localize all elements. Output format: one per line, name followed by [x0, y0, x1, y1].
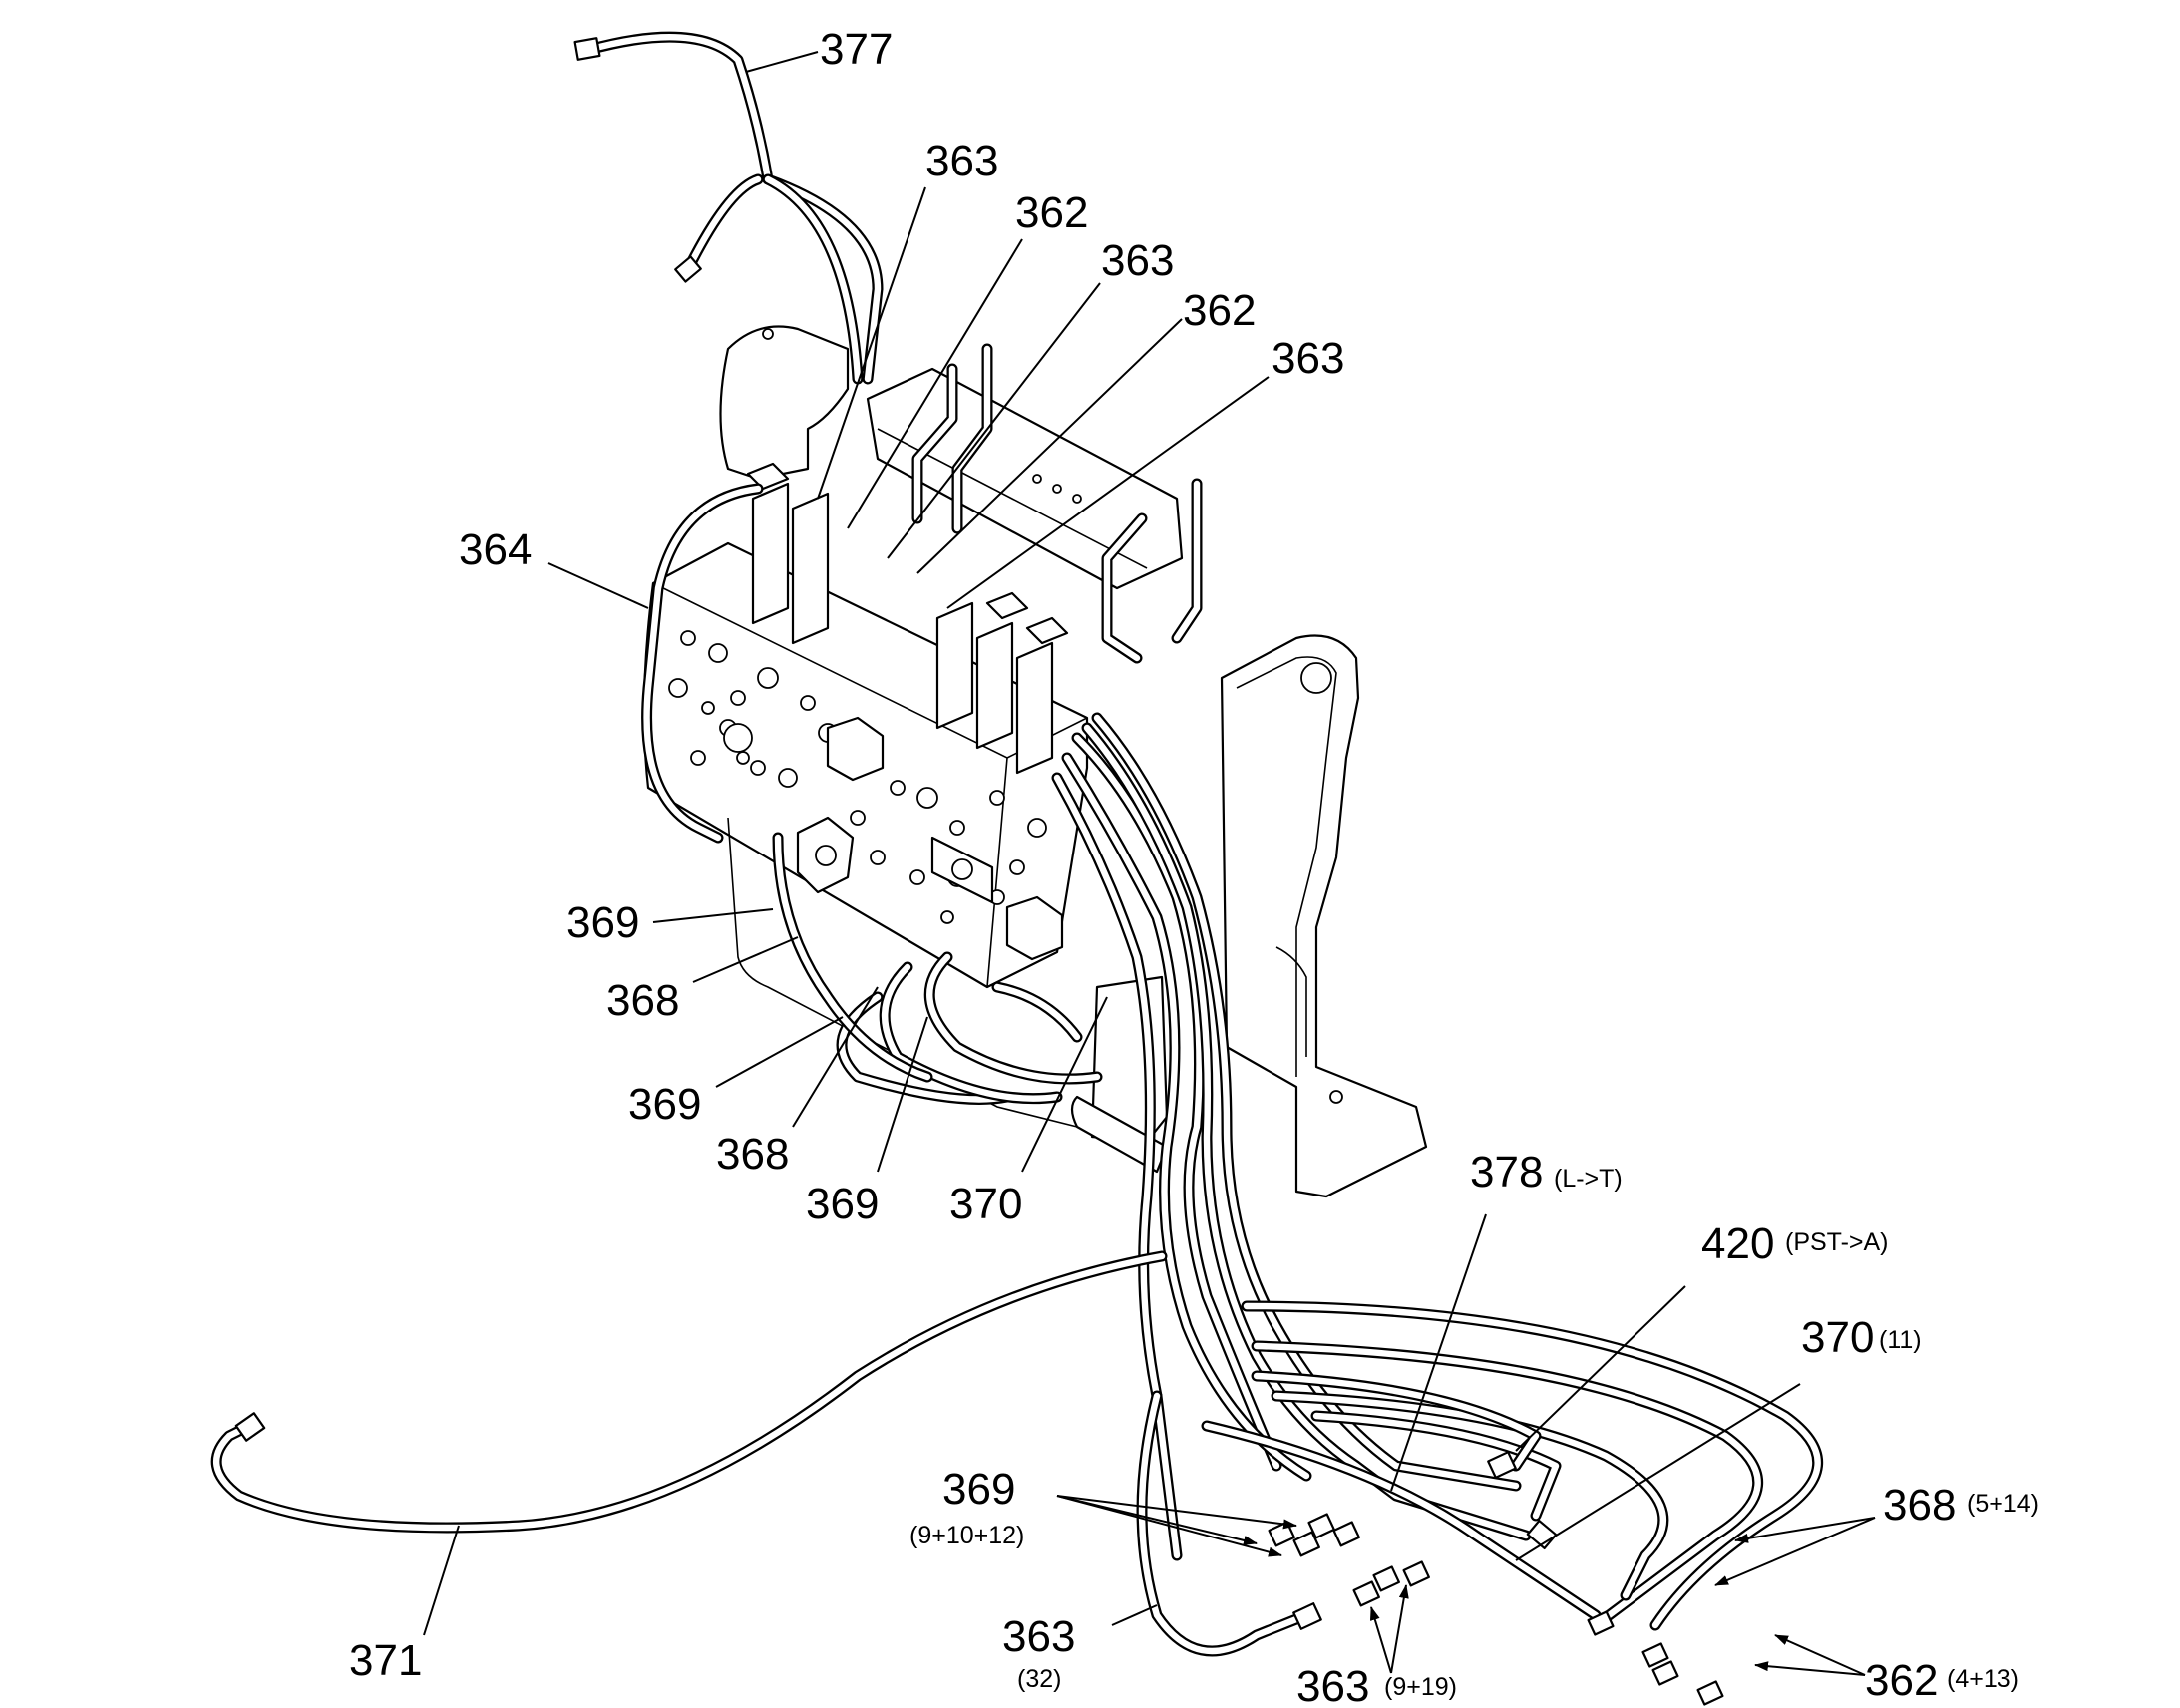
callout-369-lower: 369 — [806, 1180, 879, 1228]
callout-363-mid: 363 — [1101, 236, 1174, 285]
svg-text:362: 362 — [1865, 1656, 1938, 1705]
callout-369-upper: 369 — [566, 898, 639, 947]
svg-text:363: 363 — [1002, 1612, 1075, 1661]
callout-362-group: 362 (4+13) — [1865, 1656, 2019, 1705]
svg-text:369: 369 — [628, 1080, 701, 1129]
callout-370: 370 — [949, 1180, 1022, 1228]
callout-369-group: 369 (9+10+12) — [909, 1465, 1024, 1549]
svg-text:362: 362 — [1015, 188, 1088, 237]
svg-text:370: 370 — [1801, 1313, 1874, 1362]
svg-text:368: 368 — [606, 976, 679, 1025]
svg-text:(L->T): (L->T) — [1554, 1165, 1623, 1193]
svg-text:(4+13): (4+13) — [1947, 1665, 2019, 1693]
svg-text:368: 368 — [1883, 1481, 1956, 1530]
svg-text:363: 363 — [1101, 236, 1174, 285]
svg-text:420: 420 — [1701, 1219, 1774, 1268]
hose-fittings — [234, 37, 1724, 1706]
hex-plug — [826, 716, 885, 782]
callout-368-upper: 368 — [606, 976, 679, 1025]
callout-362-top: 362 — [1015, 188, 1088, 237]
valve-manifold-block — [642, 541, 1089, 989]
callout-368-group: 368 (5+14) — [1883, 1481, 2039, 1530]
svg-text:(PST->A): (PST->A) — [1785, 1228, 1889, 1256]
callout-364: 364 — [459, 525, 532, 574]
svg-text:368: 368 — [716, 1130, 789, 1179]
svg-text:370: 370 — [949, 1180, 1022, 1228]
svg-text:(32): (32) — [1017, 1665, 1061, 1693]
callout-363-group: 363 (9+19) — [1296, 1662, 1457, 1708]
svg-text:369: 369 — [942, 1465, 1015, 1514]
svg-text:363: 363 — [925, 137, 998, 185]
callout-378: 378 (L->T) — [1470, 1148, 1623, 1196]
svg-text:371: 371 — [349, 1636, 422, 1685]
svg-text:(11): (11) — [1879, 1326, 1922, 1354]
hex-plug — [1005, 895, 1064, 961]
svg-text:(5+14): (5+14) — [1967, 1490, 2039, 1518]
leader-lines — [423, 51, 1876, 1676]
svg-text:(9+19): (9+19) — [1384, 1673, 1457, 1701]
callout-362-mid: 362 — [1183, 286, 1256, 335]
svg-text:377: 377 — [820, 25, 893, 74]
callout-420: 420 (PST->A) — [1701, 1219, 1889, 1268]
svg-text:364: 364 — [459, 525, 532, 574]
svg-text:362: 362 — [1183, 286, 1256, 335]
callout-371: 371 — [349, 1636, 422, 1685]
callout-368-lower: 368 — [716, 1130, 789, 1179]
callout-369-mid: 369 — [628, 1080, 701, 1129]
solenoid-valves — [746, 462, 1069, 775]
svg-text:369: 369 — [566, 898, 639, 947]
svg-text:363: 363 — [1296, 1662, 1369, 1708]
callout-363-top: 363 — [925, 137, 998, 185]
hoses — [210, 31, 1824, 1657]
svg-text:369: 369 — [806, 1180, 879, 1228]
callout-363-right: 363 — [1272, 334, 1344, 383]
callout-377: 377 — [820, 25, 893, 74]
svg-text:363: 363 — [1272, 334, 1344, 383]
callout-370-11: 370 (11) — [1801, 1313, 1922, 1362]
callout-363-32: 363 (32) — [1002, 1612, 1075, 1693]
svg-text:378: 378 — [1470, 1148, 1543, 1196]
svg-text:(9+10+12): (9+10+12) — [909, 1522, 1024, 1549]
